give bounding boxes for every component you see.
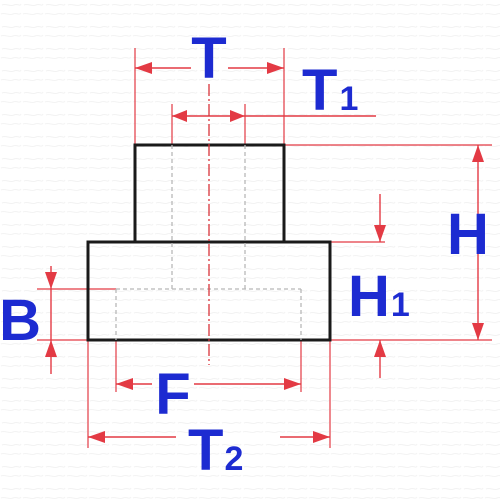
arrowhead-f-left	[116, 378, 133, 390]
arrowhead-t2-left	[88, 431, 105, 443]
dimension-label-t2: T2	[188, 418, 243, 483]
dimension-t2: T2	[88, 418, 330, 483]
dimension-label-b: B	[0, 288, 41, 353]
part-drawing	[86, 84, 332, 365]
arrowhead-t-left	[135, 62, 152, 74]
dimension-b: B	[0, 266, 57, 374]
arrowhead-t1-left	[172, 110, 187, 122]
dimension-label-t: T	[191, 26, 226, 91]
dimension-label-h1: H1	[348, 264, 410, 329]
arrowhead-h-bottom	[472, 323, 484, 340]
arrowhead-h1-top	[374, 225, 386, 242]
dimension-label-h: H	[447, 202, 489, 267]
arrowhead-t2-right	[313, 431, 330, 443]
arrowhead-b-top	[45, 272, 57, 289]
arrowhead-f-right	[284, 378, 301, 390]
arrowhead-b-bottom	[45, 340, 57, 357]
extension-lines	[37, 48, 492, 448]
arrowhead-t-right	[267, 62, 284, 74]
dimension-h: H	[447, 145, 489, 340]
dimension-t1: T1	[172, 58, 376, 123]
arrowhead-h1-bottom	[374, 340, 386, 357]
arrowhead-t1-right	[230, 110, 245, 122]
dimension-f: F	[116, 362, 301, 427]
dimension-label-t1: T1	[302, 58, 358, 123]
dimension-label-f: F	[155, 362, 190, 427]
dimension-h1: H1	[348, 194, 410, 378]
dimension-t: T	[135, 26, 284, 91]
arrowhead-h-top	[472, 145, 484, 162]
